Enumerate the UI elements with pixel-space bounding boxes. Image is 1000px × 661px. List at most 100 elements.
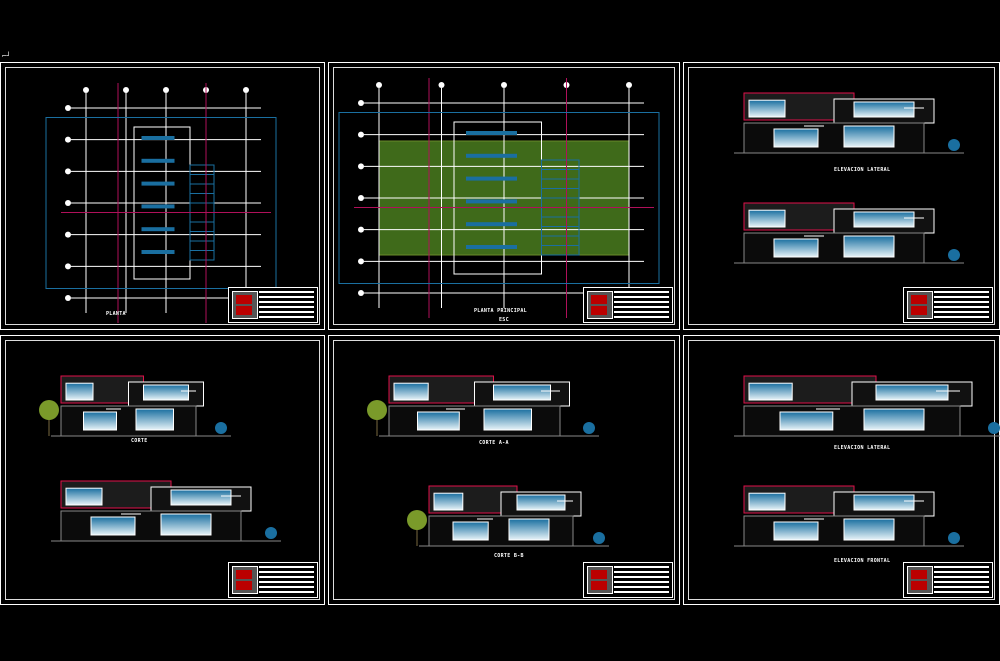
room-label: [466, 153, 517, 158]
axis-bubble: [358, 226, 364, 233]
shrub-icon: [988, 422, 1000, 434]
logo-icon: [907, 566, 933, 594]
window: [853, 211, 915, 228]
window: [748, 209, 786, 228]
title-block-text: [259, 291, 314, 319]
axis-bubble: [163, 87, 169, 93]
lower-volume: [743, 232, 925, 264]
window: [160, 513, 212, 536]
window: [452, 521, 489, 541]
site-outline: [338, 112, 660, 284]
window: [516, 494, 566, 511]
axis-bubble: [83, 87, 89, 93]
title-block-text: [259, 566, 314, 594]
axis-bubble: [65, 136, 71, 143]
room-label: [466, 222, 517, 227]
sheet-cortes-1[interactable]: CORTE: [0, 335, 325, 605]
room-label: [141, 158, 175, 163]
room-label: [141, 181, 175, 186]
room-label: [141, 204, 175, 209]
sheet-border: [5, 67, 320, 325]
shrub-icon: [265, 527, 277, 539]
axis-bubble: [65, 105, 71, 111]
sheet-cortes-2[interactable]: CORTE A-A CORTE B-B: [328, 335, 680, 605]
tree-icon: [407, 510, 427, 530]
lower-volume: [743, 515, 925, 547]
room-label: [466, 131, 517, 135]
title-block-text: [614, 291, 669, 319]
room-label: [141, 227, 175, 232]
shrub-icon: [215, 422, 227, 434]
axis-bubble: [358, 163, 364, 170]
drawing-canvas: [734, 92, 964, 264]
sheet-border: [333, 67, 675, 325]
title-block-text: [934, 291, 989, 319]
room-label: [141, 250, 175, 254]
axis-bubble: [123, 87, 129, 93]
axis-bubble: [65, 168, 71, 175]
window: [508, 518, 550, 541]
window: [853, 101, 915, 118]
logo-icon: [587, 566, 613, 594]
room-label: [466, 245, 517, 249]
window: [863, 408, 925, 431]
window: [393, 382, 429, 401]
window: [853, 494, 915, 511]
title-block: [583, 562, 673, 598]
drawing-canvas: [338, 78, 660, 318]
drawing-subtitle: CORTE B-B: [494, 553, 524, 559]
window: [90, 516, 136, 536]
axis-bubble: [65, 200, 71, 206]
window: [748, 99, 786, 118]
title-block: [228, 562, 318, 598]
lower-volume: [428, 515, 574, 547]
drawing-canvas: [367, 375, 609, 547]
drawing-title: PLANTA: [106, 311, 126, 317]
shrub-icon: [948, 532, 960, 544]
window: [773, 128, 819, 148]
sheet-planta-principal[interactable]: PLANTA PRINCIPAL ESC: [328, 62, 680, 330]
shrub-icon: [593, 532, 605, 544]
sheet-elevaciones-1[interactable]: ELEVACION LATERAL: [683, 62, 1000, 330]
window: [779, 411, 834, 431]
axis-bubble: [501, 82, 507, 88]
title-block: [228, 287, 318, 323]
tree-icon: [367, 400, 387, 420]
window: [433, 492, 464, 511]
title-block-text: [934, 566, 989, 594]
drawing-title: CORTE A-A: [479, 440, 509, 446]
sheet-border: [333, 340, 675, 600]
window: [748, 492, 786, 511]
axis-bubble: [65, 263, 71, 270]
tree-icon: [39, 400, 59, 420]
axis-bubble: [358, 258, 364, 265]
drawing-canvas: [734, 375, 1000, 547]
window: [417, 411, 460, 431]
axis-bubble: [243, 87, 249, 93]
axis-bubble: [438, 82, 445, 88]
sheet-planta-baja[interactable]: PLANTA: [0, 62, 325, 330]
title-block-text: [614, 566, 669, 594]
lower-volume: [60, 405, 197, 437]
shrub-icon: [948, 139, 960, 151]
window: [83, 411, 117, 431]
logo-icon: [232, 291, 258, 319]
window: [493, 384, 551, 401]
window: [843, 235, 895, 258]
window: [143, 384, 189, 401]
drawing-subtitle: ESC: [499, 317, 509, 323]
drawing-title: PLANTA PRINCIPAL: [474, 308, 527, 314]
drawing-canvas: [45, 83, 277, 323]
shrub-icon: [948, 249, 960, 261]
title-block: [583, 287, 673, 323]
axis-bubble: [358, 290, 364, 296]
axis-bubble: [65, 231, 71, 238]
drawing-canvas: [39, 375, 281, 542]
lower-volume: [743, 122, 925, 154]
drawing-title: ELEVACION LATERAL: [834, 167, 891, 173]
title-block: [903, 287, 993, 323]
drawing-title: CORTE: [131, 438, 148, 444]
drawing-title: ELEVACION LATERAL: [834, 445, 891, 451]
window: [875, 384, 949, 401]
